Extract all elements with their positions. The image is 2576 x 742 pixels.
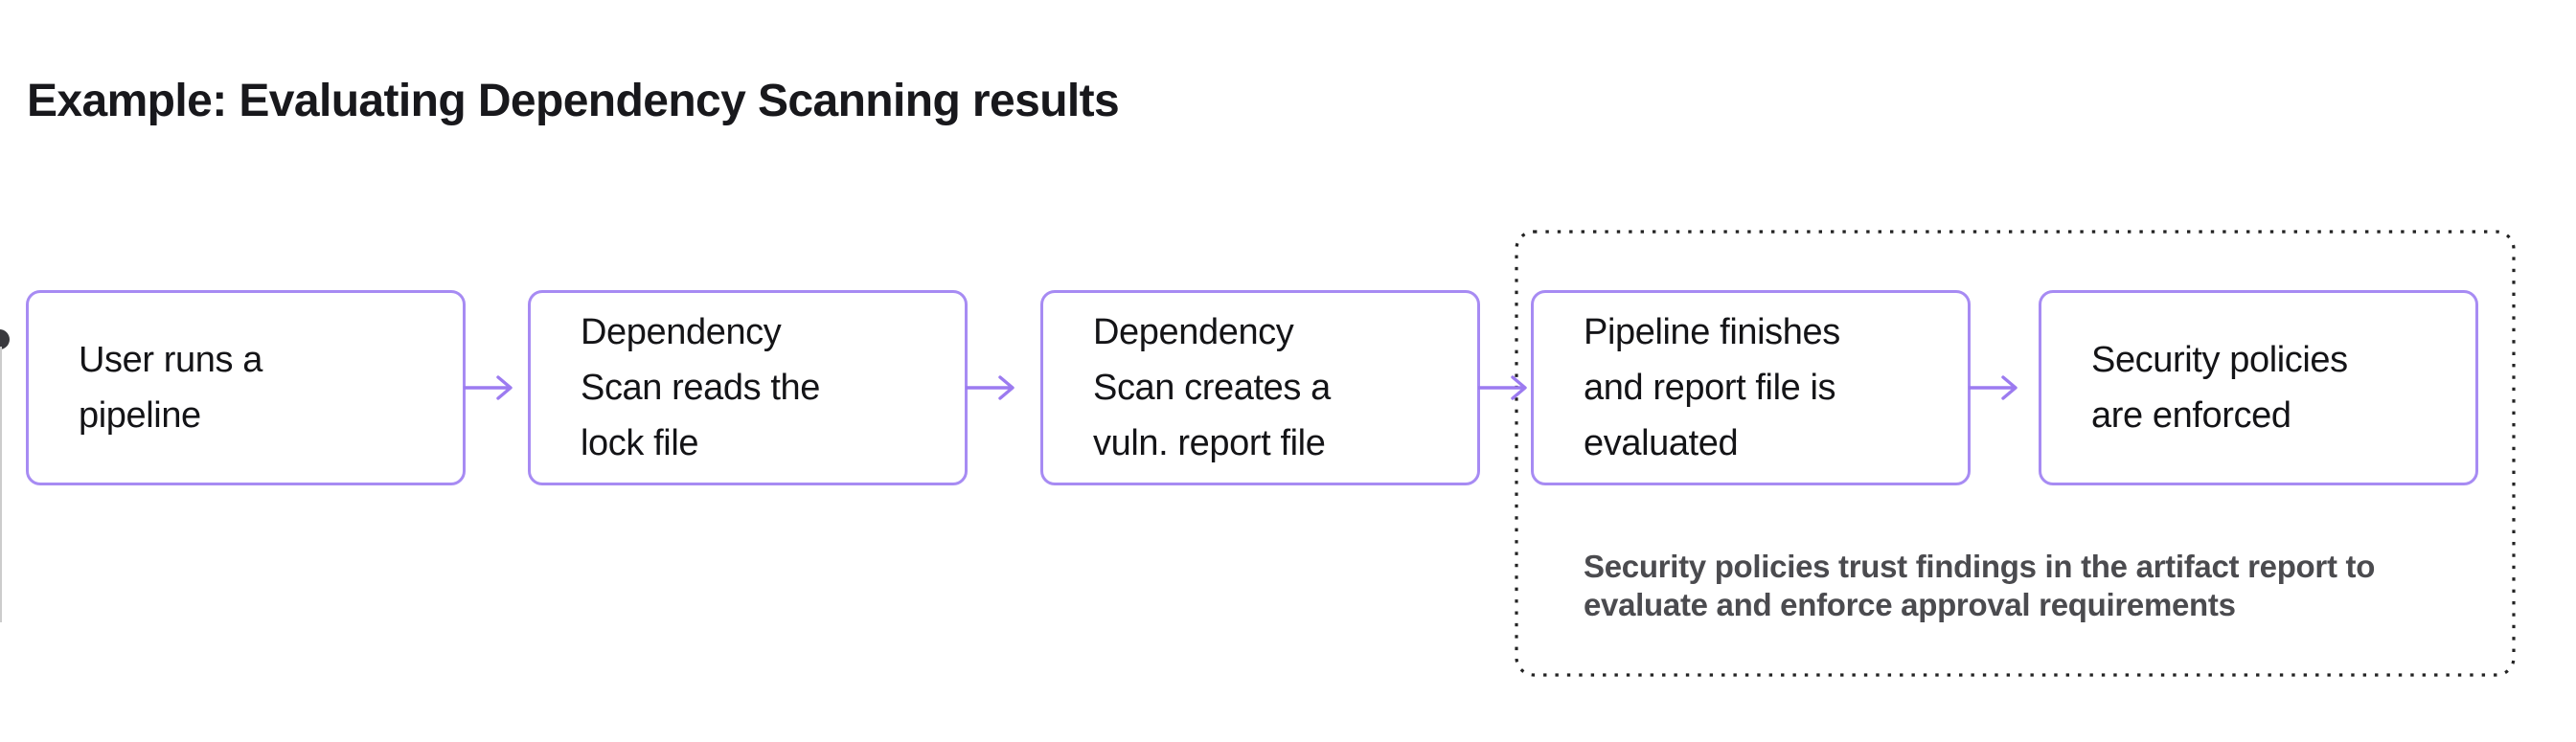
- flow-box-scan-creates-report-file: Dependency Scan creates a vuln. report f…: [1040, 290, 1480, 485]
- flow-box-label: Security policies are enforced: [2091, 340, 2348, 436]
- page-title: Example: Evaluating Dependency Scanning …: [27, 76, 1120, 126]
- flow-box-label: User runs a pipeline: [79, 340, 263, 436]
- policy-scope-annotation: Security policies trust findings in the …: [1584, 549, 2376, 622]
- flow-box-label: Dependency Scan reads the lock file: [581, 312, 821, 463]
- right-arrow-icon: [464, 375, 513, 400]
- flow-box-user-runs-pipeline: User runs a pipeline: [26, 290, 466, 485]
- flow-box-security-policies-enforced: Security policies are enforced: [2039, 290, 2478, 485]
- flow-box-pipeline-finishes-evaluated: Pipeline finishes and report file is eva…: [1531, 290, 1971, 485]
- canvas-edge-line: [0, 347, 2, 622]
- right-arrow-icon: [1969, 375, 2017, 400]
- flow-box-label: Pipeline finishes and report file is eva…: [1584, 312, 1840, 463]
- flow-box-label: Dependency Scan creates a vuln. report f…: [1093, 312, 1331, 463]
- right-arrow-icon: [1478, 375, 1527, 400]
- edge-circle-artifact: [0, 329, 10, 349]
- flow-box-scan-reads-lock-file: Dependency Scan reads the lock file: [528, 290, 968, 485]
- right-arrow-icon: [966, 375, 1014, 400]
